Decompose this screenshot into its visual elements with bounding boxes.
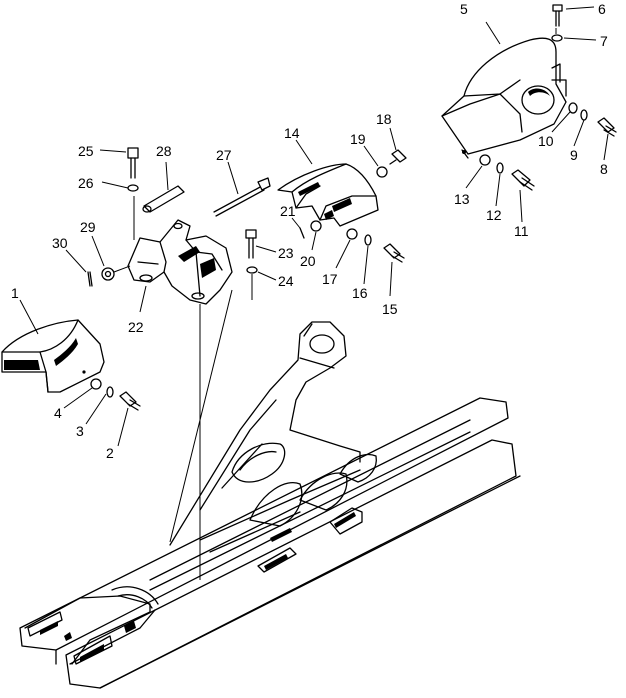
callout-14: 14 <box>284 125 300 141</box>
track-frame <box>19 321 521 689</box>
callout-15: 15 <box>382 301 398 317</box>
callout-18: 18 <box>376 111 392 127</box>
callout-11: 11 <box>514 223 529 239</box>
part-1-cover <box>1 319 105 393</box>
callout-3: 3 <box>76 423 84 439</box>
callout-5: 5 <box>460 1 468 17</box>
callout-28: 28 <box>156 143 172 159</box>
callout-27: 27 <box>216 147 232 163</box>
callout-7: 7 <box>600 33 608 49</box>
callout-26: 26 <box>78 175 94 191</box>
callout-1: 1 <box>11 285 19 301</box>
callout-21: 21 <box>280 203 296 219</box>
callout-9: 9 <box>570 147 578 163</box>
callout-16: 16 <box>352 285 368 301</box>
guide-lines <box>113 28 557 580</box>
callout-24: 24 <box>278 273 294 289</box>
callout-8: 8 <box>600 161 608 177</box>
part-5-guard <box>441 37 567 159</box>
callout-22: 22 <box>128 319 144 335</box>
callout-10: 10 <box>538 133 554 149</box>
callout-2: 2 <box>106 445 114 461</box>
callout-17: 17 <box>322 271 338 287</box>
callout-labels: 1 2 3 4 5 6 7 8 9 10 11 12 13 14 15 16 1… <box>11 1 608 461</box>
callout-19: 19 <box>350 131 366 147</box>
callout-23: 23 <box>278 245 294 261</box>
callout-30: 30 <box>52 235 68 251</box>
callout-25: 25 <box>78 143 94 159</box>
callout-6: 6 <box>598 1 606 17</box>
callout-20: 20 <box>300 253 316 269</box>
callout-4: 4 <box>54 405 62 421</box>
callout-29: 29 <box>80 219 96 235</box>
callout-12: 12 <box>486 207 502 223</box>
callout-13: 13 <box>454 191 470 207</box>
hardware <box>87 4 617 411</box>
part-14-cover <box>277 163 379 227</box>
part-22-bracket <box>127 219 233 305</box>
leader-lines <box>19 6 609 447</box>
